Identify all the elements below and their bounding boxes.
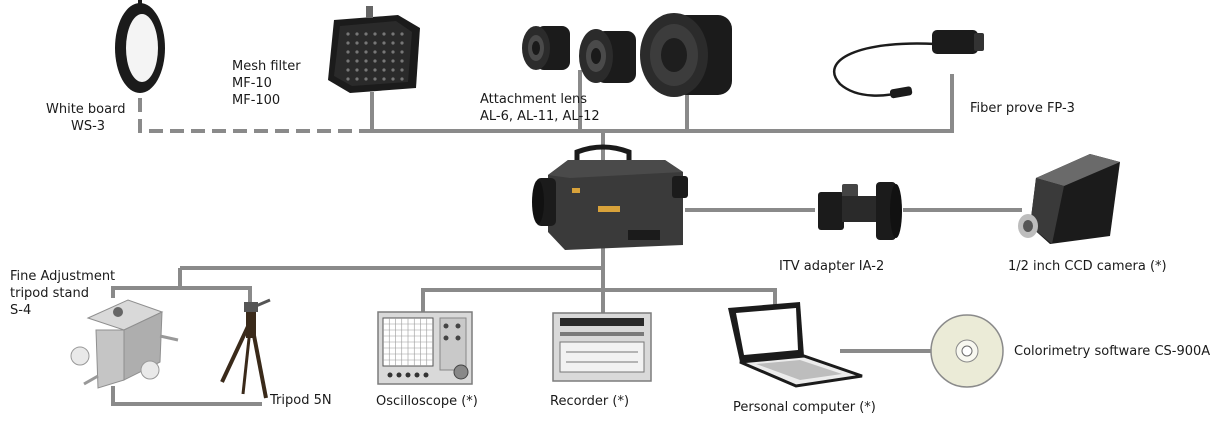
oscilloscope-icon [377, 311, 473, 385]
oscilloscope-label: Oscilloscope (*) [376, 394, 478, 409]
mesh-filter-icon [328, 6, 420, 93]
connector-stand-bus [113, 286, 252, 303]
attachment-lens-name: Attachment lens [480, 92, 587, 107]
connector-top-bus [372, 74, 954, 133]
connector-stand-bottom [111, 386, 262, 406]
connector-dashed-white-board [138, 98, 372, 133]
ccd-camera-icon [1018, 154, 1120, 244]
software-label: Colorimetry software CS-900A [1014, 344, 1211, 359]
fiber-probe-label: Fiber prove FP-3 [970, 101, 1075, 116]
white-board-name: White board [46, 102, 126, 117]
cd-software-icon [930, 314, 1004, 388]
itv-adapter-icon [818, 182, 902, 240]
fiber-probe-icon [833, 30, 984, 99]
mesh-filter-model-1: MF-10 [232, 76, 272, 91]
connector-stand-left [111, 268, 182, 298]
recorder-label: Recorder (*) [550, 394, 630, 409]
mesh-filter-name: Mesh filter [232, 59, 301, 74]
tripod-label: Tripod 5N [270, 393, 332, 408]
attachment-lens-models: AL-6, AL-11, AL-12 [480, 109, 600, 124]
white-board-icon [115, 0, 165, 93]
mesh-filter-model-2: MF-100 [232, 93, 281, 108]
ccd-camera-label: 1/2 inch CCD camera (*) [1008, 259, 1167, 274]
connector-peripherals [421, 288, 777, 312]
colorimeter-icon [532, 144, 688, 250]
adjustment-stand-name-1: Fine Adjustment [10, 269, 116, 284]
adjustment-stand-icon [70, 299, 179, 389]
personal-computer-label: Personal computer (*) [733, 400, 876, 415]
adjustment-stand-name-2: tripod stand [10, 286, 89, 301]
white-board-label: White board WS-3 [46, 101, 125, 135]
laptop-icon [728, 302, 863, 388]
tripod-icon [220, 298, 271, 399]
attachment-lens-icon [522, 13, 732, 97]
itv-adapter-label: ITV adapter IA-2 [779, 259, 885, 274]
adjustment-stand-label: Fine Adjustment tripod stand S-4 [10, 268, 115, 319]
recorder-icon [552, 312, 652, 382]
mesh-filter-label: Mesh filter MF-10 MF-100 [232, 58, 301, 109]
attachment-lens-label: Attachment lens AL-6, AL-11, AL-12 [480, 91, 600, 125]
white-board-model: WS-3 [71, 119, 106, 134]
adjustment-stand-model: S-4 [10, 303, 32, 318]
